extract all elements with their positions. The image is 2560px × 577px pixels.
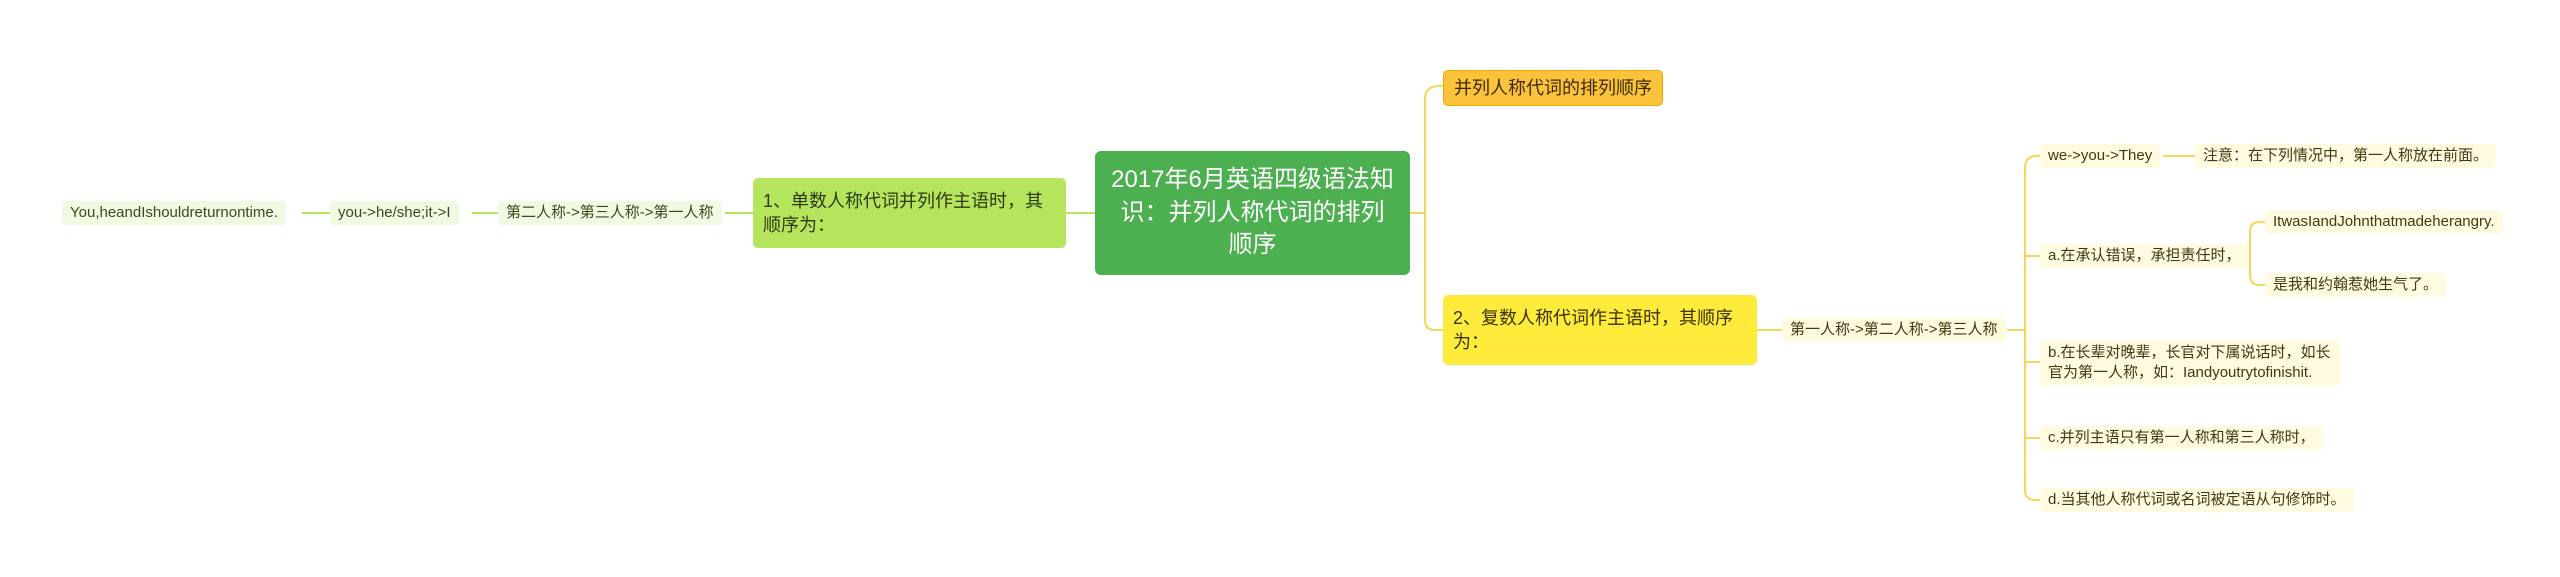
plural-note[interactable]: 注意：在下列情况中，第一人称放在前面。 <box>2195 144 2497 168</box>
singular-example[interactable]: You,heandIshouldreturnontime. <box>62 201 286 225</box>
plural-we-they[interactable]: we->you->They <box>2040 144 2161 168</box>
branch-singular-pronouns[interactable]: 1、单数人称代词并列作主语时，其顺序为： <box>753 178 1066 248</box>
case-a-chinese[interactable]: 是我和约翰惹她生气了。 <box>2265 273 2447 297</box>
branch-plural-label: 2、复数人称代词作主语时，其顺序为： <box>1453 307 1734 352</box>
case-a-chinese-label: 是我和约翰惹她生气了。 <box>2273 275 2439 293</box>
plural-order-label: 第一人称->第二人称->第三人称 <box>1790 320 1998 338</box>
singular-order-label: 第二人称->第三人称->第一人称 <box>506 203 714 221</box>
branch-singular-label: 1、单数人称代词并列作主语时，其顺序为： <box>763 190 1044 235</box>
singular-pronouns-label: you->he/she;it->I <box>338 203 451 221</box>
singular-order[interactable]: 第二人称->第三人称->第一人称 <box>498 201 722 225</box>
case-a-english[interactable]: ItwasIandJohnthatmadeherangry. <box>2265 210 2503 234</box>
case-c[interactable]: c.并列主语只有第一人称和第三人称时， <box>2040 426 2323 450</box>
root-topic[interactable]: 2017年6月英语四级语法知识：并列人称代词的排列顺序 <box>1095 151 1410 275</box>
plural-order[interactable]: 第一人称->第二人称->第三人称 <box>1782 318 2006 342</box>
root-title: 2017年6月英语四级语法知识：并列人称代词的排列顺序 <box>1111 166 1394 259</box>
plural-we-they-label: we->you->They <box>2048 146 2153 164</box>
case-a-label: a.在承认错误，承担责任时， <box>2048 246 2241 264</box>
singular-example-label: You,heandIshouldreturnontime. <box>70 203 278 221</box>
branch-plural-pronouns[interactable]: 2、复数人称代词作主语时，其顺序为： <box>1443 295 1757 365</box>
case-a[interactable]: a.在承认错误，承担责任时， <box>2040 244 2249 268</box>
link-root-right <box>1410 85 1443 331</box>
link-cases-spine <box>2024 155 2040 501</box>
plural-note-label: 注意：在下列情况中，第一人称放在前面。 <box>2203 146 2489 164</box>
title-node-order[interactable]: 并列人称代词的排列顺序 <box>1443 70 1663 106</box>
case-d[interactable]: d.当其他人称代词或名词被定语从句修饰时。 <box>2040 488 2354 512</box>
case-d-label: d.当其他人称代词或名词被定语从句修饰时。 <box>2048 490 2346 508</box>
case-b-label: b.在长辈对晚辈，长官对下属说话时，如长官为第一人称，如：Iandyoutryt… <box>2048 343 2331 381</box>
case-c-label: c.并列主语只有第一人称和第三人称时， <box>2048 428 2315 446</box>
singular-pronouns[interactable]: you->he/she;it->I <box>330 201 459 225</box>
case-a-english-label: ItwasIandJohnthatmadeherangry. <box>2273 212 2495 230</box>
title-node-label: 并列人称代词的排列顺序 <box>1454 77 1652 98</box>
case-b[interactable]: b.在长辈对晚辈，长官对下属说话时，如长官为第一人称，如：Iandyoutryt… <box>2040 340 2340 386</box>
